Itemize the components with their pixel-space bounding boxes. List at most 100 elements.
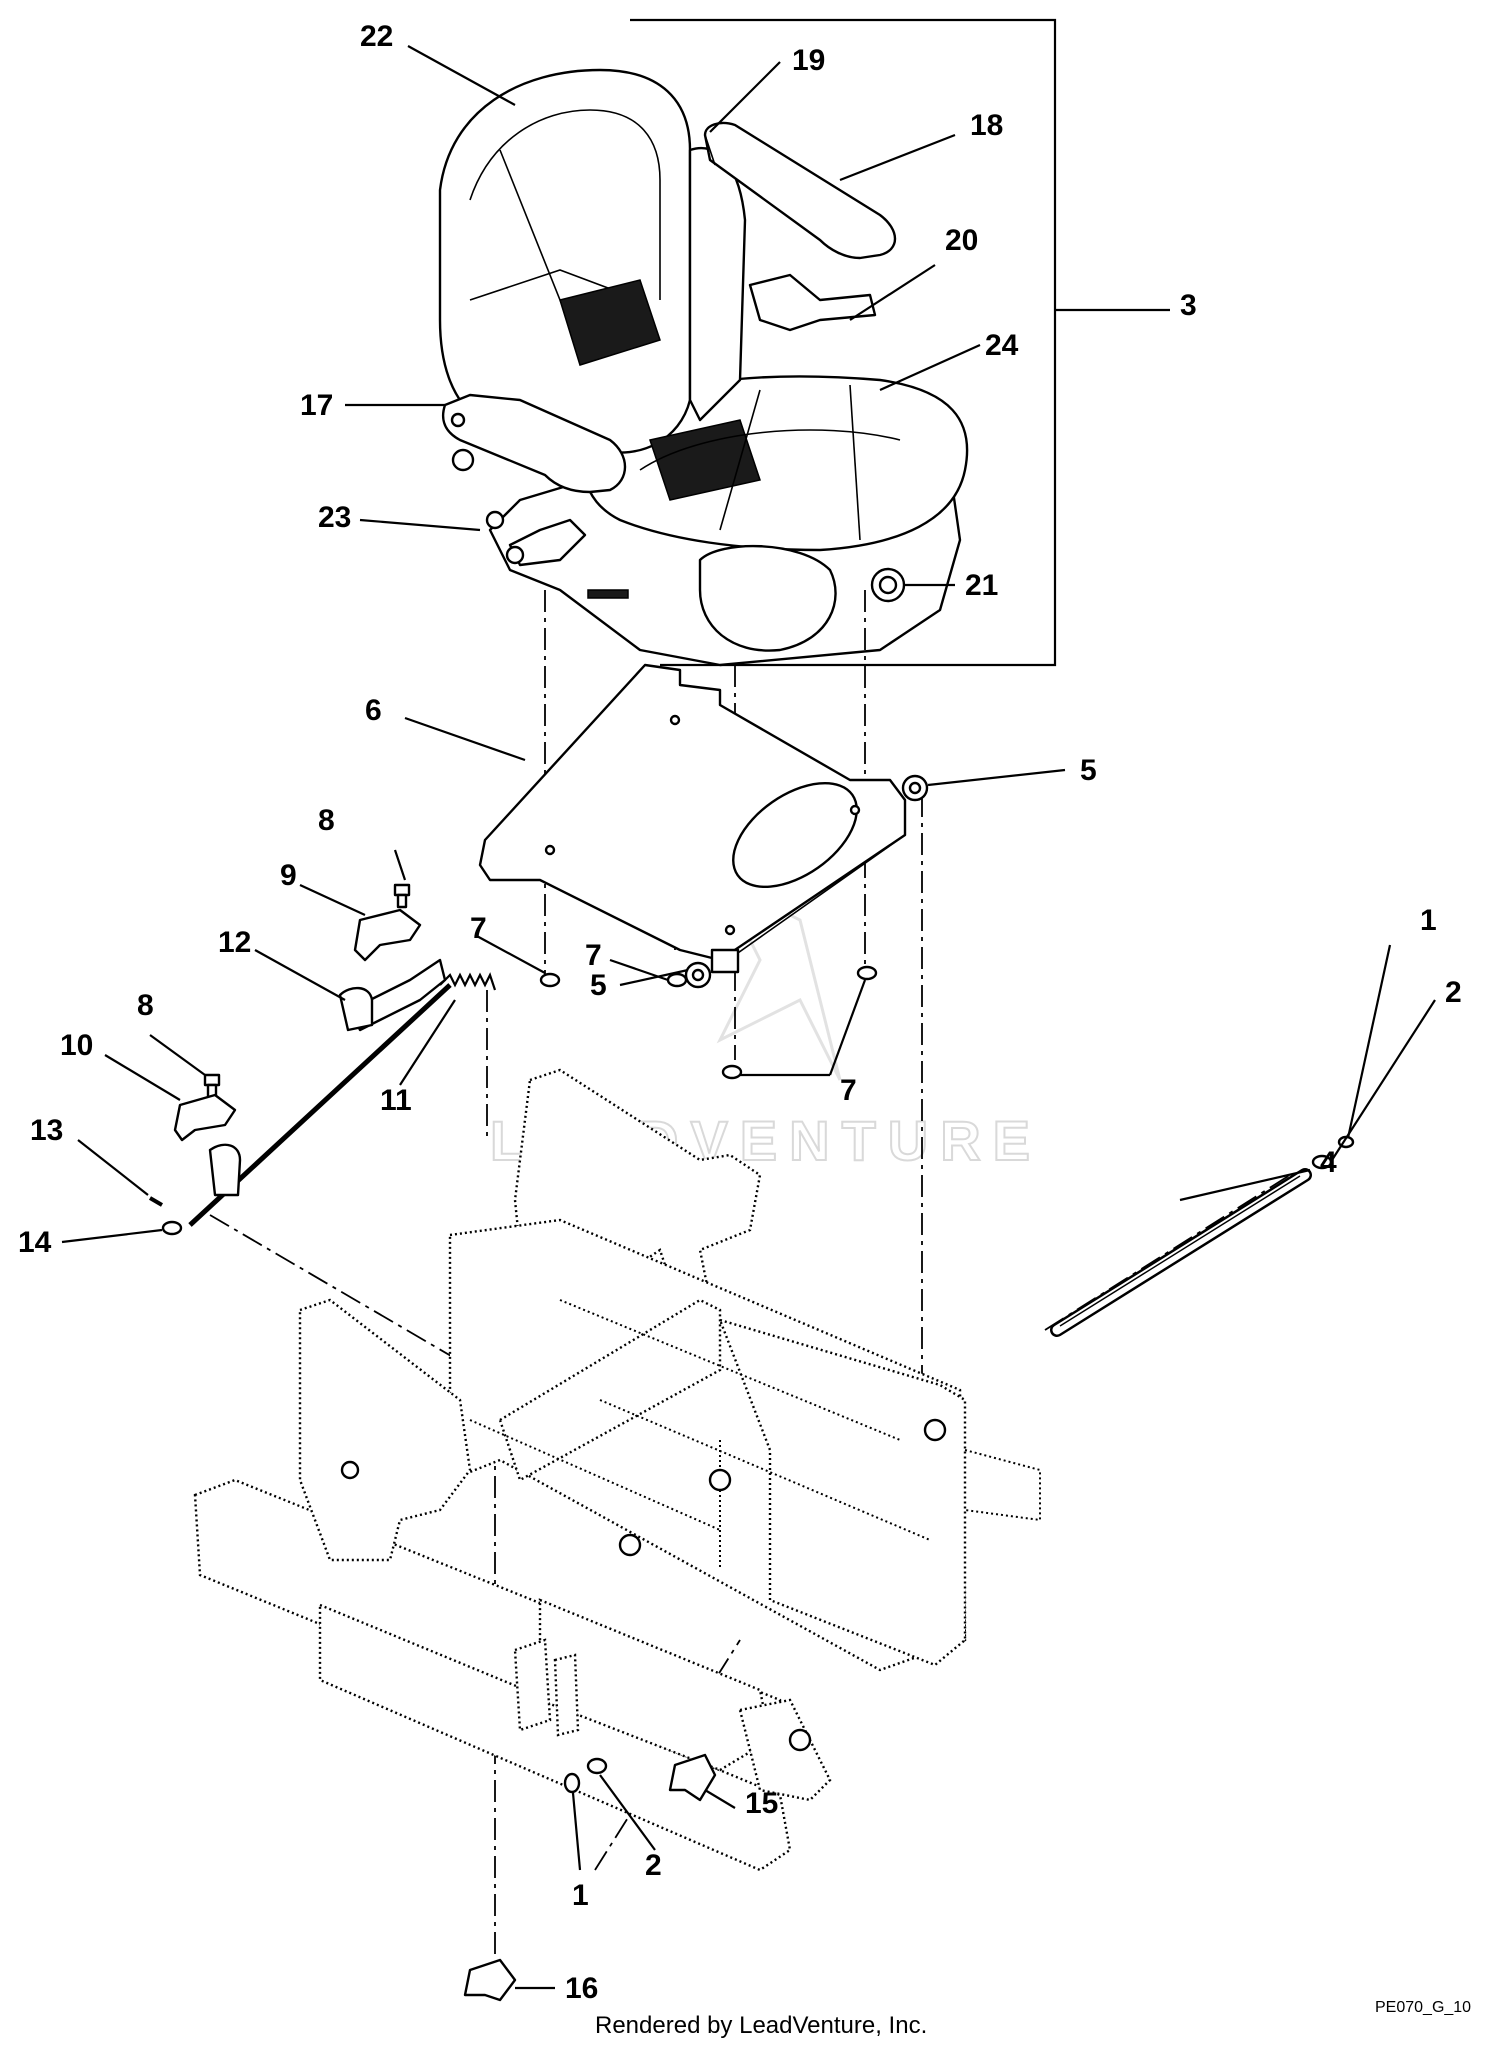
- leader-10: [104, 1054, 181, 1101]
- frame-inner-line-1: [559, 1299, 901, 1441]
- frame-right-tail: [964, 1449, 1041, 1522]
- washer-14: [161, 1220, 183, 1236]
- leader-22: [407, 45, 516, 106]
- footer-credit: Rendered by LeadVenture, Inc.: [595, 2012, 927, 2039]
- cushion-seam-1: [639, 429, 901, 471]
- clip-1-bottom: [563, 1772, 581, 1794]
- leader-5a: [927, 768, 1066, 787]
- callout-14: 14: [18, 1226, 52, 1259]
- callout-24: 24: [985, 329, 1019, 362]
- leader-6: [404, 716, 526, 762]
- leader-9: [299, 884, 366, 916]
- bracket-10: [173, 1093, 237, 1142]
- seat-knob-center: [878, 575, 898, 595]
- callout-11: 11: [380, 1084, 412, 1117]
- callout-12: 12: [218, 926, 251, 959]
- leader-19: [709, 61, 781, 133]
- callout-8a: 8: [318, 804, 335, 837]
- callout-4: 4: [1320, 1146, 1337, 1179]
- leader-23: [359, 518, 481, 532]
- bracket-15: [668, 1753, 717, 1802]
- seat-plate-body: [478, 663, 907, 962]
- callout-2-top: 2: [1445, 976, 1462, 1009]
- screw-8b: [203, 1073, 221, 1099]
- frame-hole-3: [923, 1418, 947, 1442]
- callout-8b: 8: [137, 989, 154, 1022]
- mower-frame: [193, 1068, 1041, 1872]
- leader-2-bottom: [599, 1774, 656, 1851]
- frame-hole-4: [788, 1728, 812, 1752]
- washer-2-top: [1311, 1154, 1333, 1170]
- rod-12-pivot-bottom: [208, 1143, 242, 1197]
- frame-hole-5: [340, 1460, 360, 1480]
- backrest-bolster: [688, 147, 747, 422]
- seat-assembly-bracket: [630, 18, 1057, 667]
- seat-slot: [587, 589, 629, 599]
- plate-hole-3: [849, 804, 861, 816]
- seat-front-roll: [698, 544, 837, 652]
- callout-1-top: 1: [1420, 904, 1437, 937]
- leader-20: [849, 264, 936, 321]
- leader-8a: [393, 849, 407, 881]
- armrest-left: [441, 393, 627, 494]
- leader-18: [839, 133, 956, 182]
- leader-11: [399, 999, 456, 1086]
- washer-2-bottom: [586, 1757, 608, 1775]
- lever-pivot: [505, 545, 525, 565]
- leaders: [61, 45, 1436, 1990]
- lumbar-strip-lower: [649, 419, 761, 501]
- frame-leg-right: [553, 1653, 580, 1737]
- frame-hole-2: [708, 1468, 732, 1492]
- leader-8b: [149, 1034, 206, 1076]
- callout-7c: 7: [840, 1074, 857, 1107]
- backrest-seam-1: [469, 109, 661, 300]
- washer-7c: [721, 1064, 743, 1080]
- drawing-code: PE070_G_10: [1375, 1999, 1471, 2016]
- leader-13: [77, 1139, 149, 1196]
- frame-center-upright: [498, 1298, 722, 1482]
- callout-15: 15: [745, 1787, 778, 1820]
- callout-2-bottom: 2: [645, 1849, 662, 1882]
- rod-12-pivot-top: [338, 986, 374, 1032]
- leader-5b: [619, 968, 689, 987]
- plate-end-tab: [710, 948, 740, 974]
- rod-4: [1050, 1168, 1312, 1337]
- leader-4: [1179, 1168, 1311, 1202]
- cushion-seam-2: [719, 389, 761, 531]
- frame-right-box: [718, 1318, 967, 1667]
- armrest-left-knob: [451, 448, 475, 472]
- lumbar-strip-upper: [559, 279, 661, 366]
- callout-20: 20: [945, 224, 978, 257]
- callout-13: 13: [30, 1114, 63, 1147]
- callout-1-bottom: 1: [572, 1879, 589, 1912]
- pin-13: [148, 1196, 164, 1207]
- bracket-16: [463, 1958, 517, 2002]
- callout-16: 16: [565, 1972, 598, 2005]
- frame-hole-1: [618, 1533, 642, 1557]
- plate-hole-2: [669, 714, 681, 726]
- callout-19: 19: [792, 44, 825, 77]
- callout-7a: 7: [470, 912, 487, 945]
- callout-7b: 7: [585, 939, 602, 972]
- plate-hole-1: [544, 844, 556, 856]
- callout-5a: 5: [1080, 754, 1097, 787]
- nut-5a: [901, 774, 929, 802]
- callout-5b: 5: [590, 969, 607, 1002]
- callout-23: 23: [318, 501, 351, 534]
- callout-labels: 22 19 18 20 3 24 17 23 21 6 5 8 9 12 7 7…: [18, 20, 1462, 2005]
- callout-9: 9: [280, 859, 297, 892]
- callout-6: 6: [365, 694, 382, 727]
- frame-left-plate: [298, 1298, 472, 1562]
- armrest-right-edge: [704, 134, 716, 166]
- frame-leg-left: [513, 1638, 552, 1732]
- align-line-6: [209, 1214, 476, 1371]
- spring-11: [439, 972, 497, 991]
- leader-24: [879, 343, 981, 392]
- seat-plate: [478, 663, 907, 974]
- nut-5b: [684, 961, 712, 989]
- callout-22: 22: [360, 20, 393, 53]
- bracket-9: [353, 908, 422, 962]
- seat-adjust-lever: [508, 518, 587, 567]
